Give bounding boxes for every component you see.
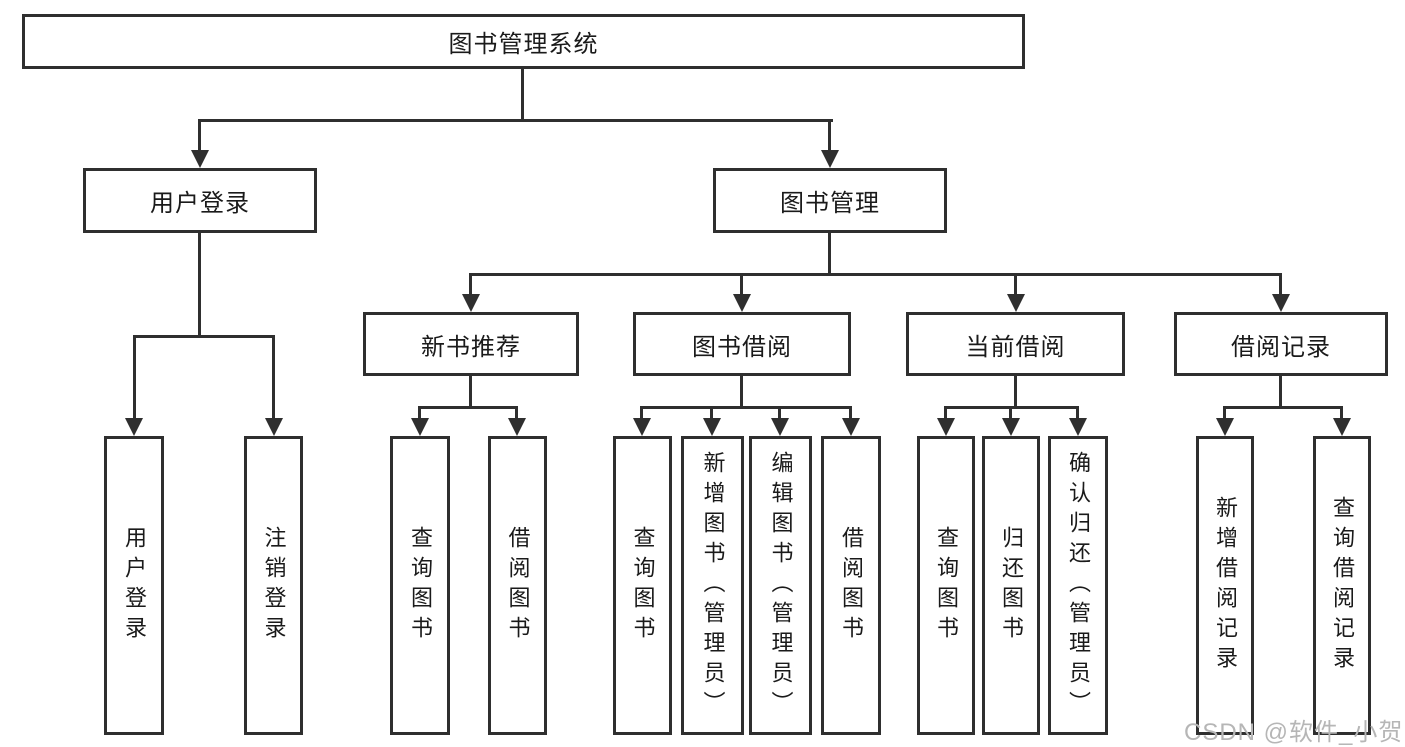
- connector-arrow-stem: [1279, 273, 1282, 296]
- connector-book-mgmt-stem: [828, 230, 831, 276]
- arrow-head: [821, 150, 839, 168]
- arrow-head: [633, 418, 651, 436]
- leaf-user-login: 用户登录: [104, 436, 164, 735]
- node-borrowing-records: 借阅记录: [1174, 312, 1388, 376]
- arrow-head: [1069, 418, 1087, 436]
- csdn-watermark: CSDN @软件_小贺同学: [1184, 719, 1405, 746]
- leaf-add-book-admin: 新增图书（管理员）: [681, 436, 744, 735]
- connector-arrow-stem: [418, 406, 421, 422]
- arrow-head: [937, 418, 955, 436]
- connector-arrow-stem: [1014, 273, 1017, 296]
- connector-arrow-stem: [778, 406, 781, 422]
- arrow-head: [842, 418, 860, 436]
- connector-arrow-stem: [1009, 406, 1012, 422]
- connector-arrow-stem: [469, 273, 472, 296]
- leaf-query-borrow-record: 查询借阅记录: [1313, 436, 1371, 735]
- node-current-borrowing: 当前借阅: [906, 312, 1125, 376]
- connector-group-stem: [740, 373, 743, 409]
- leaf-confirm-return-admin: 确认归还（管理员）: [1048, 436, 1108, 735]
- node-book-management: 图书管理: [713, 168, 947, 233]
- node-root: 图书管理系统: [22, 14, 1025, 69]
- arrow-head: [771, 418, 789, 436]
- connector-group-stem: [469, 373, 472, 409]
- connector-arrow-stem: [1076, 406, 1079, 422]
- arrow-head: [1007, 294, 1025, 312]
- node-new-book-recommend: 新书推荐: [363, 312, 579, 376]
- arrow-head: [265, 418, 283, 436]
- connector-arrow-stem: [944, 406, 947, 422]
- connector-arrow-stem: [198, 119, 201, 152]
- leaf-borrow-books-recommend: 借阅图书: [488, 436, 547, 735]
- leaf-return-books: 归还图书: [982, 436, 1040, 735]
- connector-arrow-stem: [1223, 406, 1226, 422]
- connector-arrow-stem: [640, 406, 643, 422]
- connector-arrow-stem: [1340, 406, 1343, 422]
- leaf-logout: 注销登录: [244, 436, 303, 735]
- arrow-head: [1272, 294, 1290, 312]
- connector-group-splitter: [640, 406, 852, 409]
- arrow-head: [508, 418, 526, 436]
- leaf-edit-book-admin: 编辑图书（管理员）: [749, 436, 812, 735]
- connector-user-login-splitter: [133, 335, 275, 338]
- leaf-borrow-books-borrowing: 借阅图书: [821, 436, 881, 735]
- connector-group-stem: [1014, 373, 1017, 409]
- leaf-query-books-current: 查询图书: [917, 436, 975, 735]
- connector-arrow-stem: [133, 335, 136, 420]
- arrow-head: [1216, 418, 1234, 436]
- connector-group-splitter: [418, 406, 518, 409]
- leaf-query-books-recommend: 查询图书: [390, 436, 450, 735]
- arrow-head: [703, 418, 721, 436]
- arrow-head: [1333, 418, 1351, 436]
- node-book-borrowing: 图书借阅: [633, 312, 851, 376]
- connector-root-stem: [521, 66, 524, 122]
- connector-arrow-stem: [849, 406, 852, 422]
- connector-arrow-stem: [710, 406, 713, 422]
- connector-arrow-stem: [828, 119, 831, 152]
- arrow-head: [411, 418, 429, 436]
- leaf-add-borrow-record: 新增借阅记录: [1196, 436, 1254, 735]
- node-user-login: 用户登录: [83, 168, 317, 233]
- connector-group-splitter: [1223, 406, 1343, 409]
- connector-level2-splitter: [198, 119, 833, 122]
- connector-arrow-stem: [740, 273, 743, 296]
- arrow-head: [462, 294, 480, 312]
- arrow-head: [1002, 418, 1020, 436]
- connector-level3-splitter: [469, 273, 1282, 276]
- arrow-head: [733, 294, 751, 312]
- connector-arrow-stem: [515, 406, 518, 422]
- leaf-query-books-borrowing: 查询图书: [613, 436, 672, 735]
- connector-group-stem: [1279, 373, 1282, 409]
- connector-user-login-stem: [198, 230, 201, 338]
- connector-arrow-stem: [272, 335, 275, 420]
- arrow-head: [125, 418, 143, 436]
- arrow-head: [191, 150, 209, 168]
